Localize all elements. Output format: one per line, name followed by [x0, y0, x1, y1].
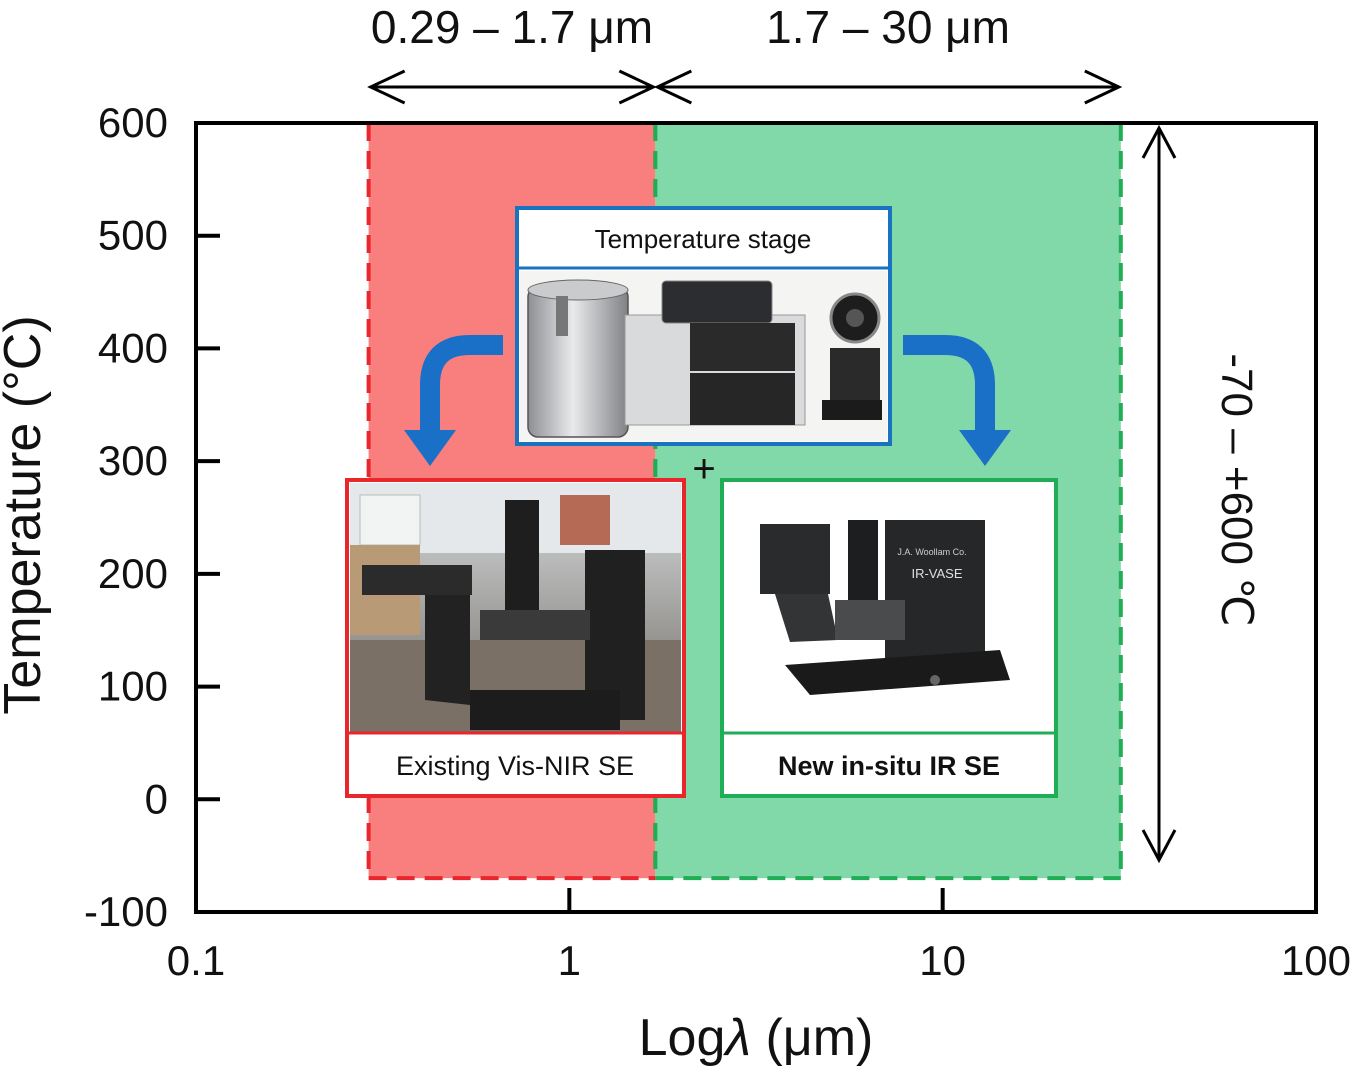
svg-text:J.A. Woollam Co.: J.A. Woollam Co. [897, 547, 966, 557]
arrow-to-existing-se [404, 335, 503, 466]
range-arrow-1-right-head [1084, 69, 1123, 105]
y-tick-label: 200 [98, 550, 168, 597]
y-tick-label: 600 [98, 99, 168, 146]
y-tick-label: -100 [84, 888, 168, 935]
range-arrow-1-label: 1.7 – 30 μm [766, 1, 1010, 53]
new-se-box: J.A. Woollam Co. IR-VASE New in-situ IR … [720, 478, 1058, 798]
temperature-range-arrow [1141, 124, 1177, 864]
y-tick-label: 100 [98, 663, 168, 710]
y-axis-label: Temperature (°C) [0, 315, 52, 714]
plot-frame [194, 121, 1318, 914]
temperature-stage-photo [520, 271, 887, 441]
range-arrows: 0.29 – 1.7 μm 1.7 – 30 μm [367, 1, 1123, 105]
temperature-stage-label: Temperature stage [595, 224, 812, 254]
x-axis-label: Logλ (μm) [639, 1009, 874, 1067]
y-tick-label: 400 [98, 324, 168, 371]
range-arrow-0-right-head [618, 69, 657, 105]
y-tick-label: 0 [145, 775, 168, 822]
temperature-stage-box: Temperature stage [515, 206, 892, 446]
y-tick-label: 300 [98, 437, 168, 484]
existing-se-box: Existing Vis-NIR SE [345, 478, 686, 798]
x-tick-label: 0.1 [167, 937, 225, 984]
new-se-photo: J.A. Woollam Co. IR-VASE [725, 483, 1053, 733]
temperature-range-label: -70 – +600 ℃ [1212, 353, 1261, 626]
arrow-to-new-se [903, 335, 1011, 466]
range-arrow-0-label: 0.29 – 1.7 μm [371, 1, 653, 53]
y-tick-label: 500 [98, 212, 168, 259]
existing-se-label: Existing Vis-NIR SE [396, 751, 634, 781]
x-tick-label: 1 [558, 937, 581, 984]
existing-se-photo [350, 483, 681, 733]
range-arrow-0-left-head [367, 69, 406, 105]
svg-text:IR-VASE: IR-VASE [911, 566, 962, 581]
range-arrow-1-left-head [653, 69, 693, 105]
x-tick-label: 10 [919, 937, 966, 984]
new-se-label: New in-situ IR SE [778, 751, 1000, 781]
plus-sign: + [692, 447, 715, 491]
x-tick-label: 100 [1281, 937, 1351, 984]
